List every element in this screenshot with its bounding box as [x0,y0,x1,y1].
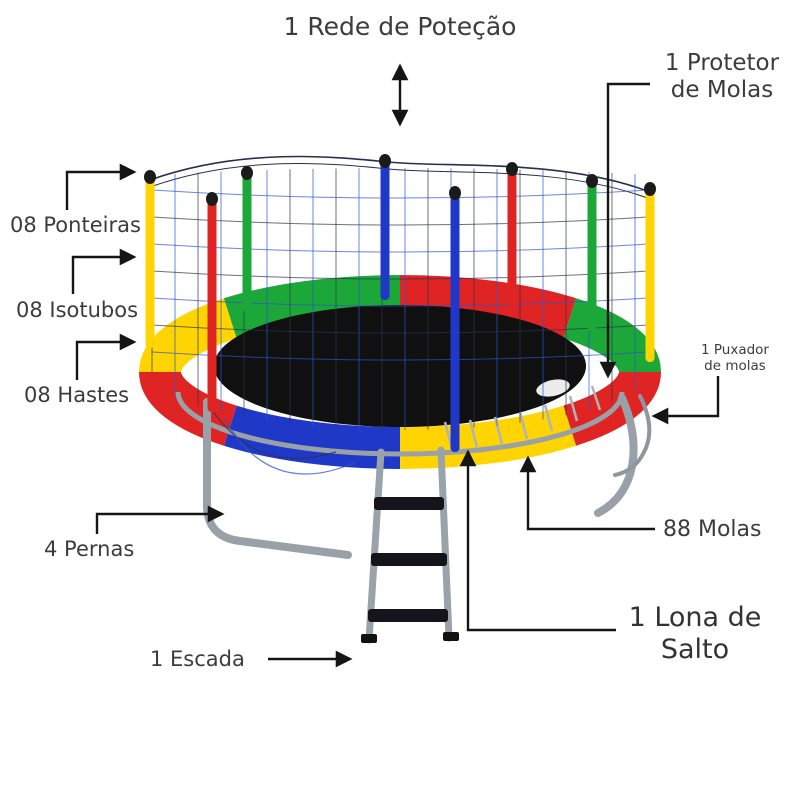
ladder [361,446,459,644]
pole [450,192,460,452]
pole [380,160,390,300]
jump-mat [214,305,586,427]
pole-cap [144,170,156,184]
annotation-arrows [65,63,720,668]
spring-pad-segment [223,405,401,469]
arrow-hastes [75,333,137,380]
arrow-puxador [651,376,720,425]
label-rede-de-protecao: 1 Rede de Poteção [283,12,517,41]
ladder-step [374,497,444,510]
ladder-step [368,609,448,622]
legs [203,394,652,559]
net-drape [211,409,337,459]
arrow-ponteiras [65,163,137,210]
label-escada: 1 Escada [150,647,245,671]
arrow-lona [459,449,616,632]
enclosure-poles [144,154,656,452]
pole [645,188,655,362]
arrow-isotubos [71,248,137,294]
pole-cap [644,182,656,196]
label-puxador-de-molas: 1 Puxador de molas [701,342,769,374]
ladder-step [371,553,447,566]
pole-cap [506,162,518,176]
label-ponteiras: 08 Ponteiras [10,213,141,237]
pole [145,176,155,348]
label-protetor-de-molas: 1 Protetor de Molas [664,50,780,104]
pole-cap [206,192,218,206]
ladder-rail [365,448,385,644]
leg-right [594,394,638,517]
pole-cap [379,154,391,168]
label-isotubos: 08 Isotubos [16,298,139,322]
leg-left [203,398,352,559]
pole [587,180,597,332]
pole-cap [586,174,598,188]
arrow-molas [519,455,655,531]
spring-pad-segment [399,275,577,339]
spring-puller-hook [613,394,652,477]
ladder-foot [361,634,377,643]
arrow-protetor [599,82,650,379]
ladder-rail [437,446,453,642]
pole-cap [449,186,461,200]
spring-pad-segment [223,275,401,339]
pole [242,172,252,312]
label-molas: 88 Molas [663,517,762,542]
pole-cap [241,166,253,180]
pole [507,168,517,306]
spring-pad-segment [563,298,661,374]
label-pernas: 4 Pernas [44,537,135,561]
arrow-pernas [95,505,225,534]
pole [207,198,217,412]
net-drape [223,417,357,475]
mat-highlight [536,379,570,397]
ladder-foot [443,632,459,641]
label-lona-de-salto: 1 Lona de Salto [628,602,762,665]
label-hastes: 08 Hastes [24,383,130,407]
